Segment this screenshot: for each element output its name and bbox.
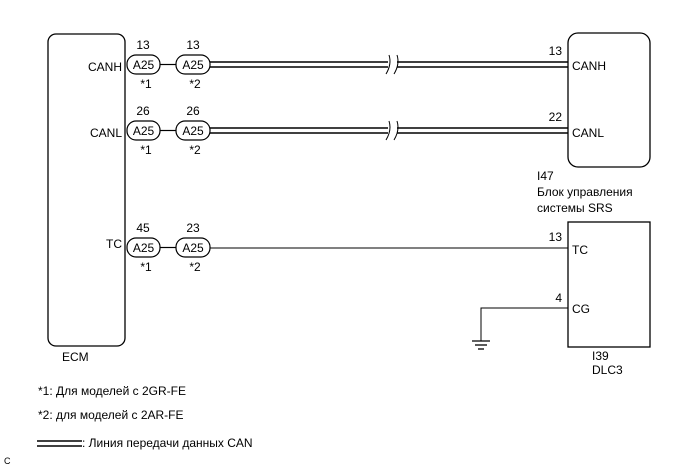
svg-text:*1: *1 — [140, 143, 152, 157]
svg-text:A25: A25 — [133, 58, 155, 72]
srs-unit-title-1: Блок управления — [537, 185, 633, 199]
srs-pin-canl-name: CANL — [572, 126, 604, 140]
connector-tc-1: 45 A25 *1 — [126, 221, 161, 274]
ecm-label: ECM — [62, 350, 89, 364]
svg-text:A25: A25 — [182, 124, 204, 138]
dlc3-id: I39 — [592, 349, 609, 363]
connector-canh-2: 13 A25 *2 — [175, 38, 211, 91]
legend-note-2: *2: для моделей с 2AR-FE — [38, 408, 184, 422]
svg-text:A25: A25 — [182, 58, 204, 72]
svg-text:A25: A25 — [182, 241, 204, 255]
dlc3-pin-tc-number: 13 — [549, 230, 563, 244]
connector-canh-1: 13 A25 *1 — [126, 38, 161, 91]
dlc3-pin-cg-number: 4 — [555, 291, 562, 305]
legend-can-line: : Линия передачи данных CAN — [82, 436, 253, 450]
dlc3-name: DLC3 — [592, 363, 623, 377]
svg-text:45: 45 — [136, 221, 150, 235]
svg-text:A25: A25 — [133, 124, 155, 138]
srs-unit-title-2: системы SRS — [537, 201, 613, 215]
srs-pin-canh-number: 13 — [549, 44, 563, 58]
srs-unit-box — [567, 32, 651, 168]
corner-code: C — [4, 456, 11, 466]
legend-can-line-symbol — [37, 440, 82, 447]
svg-text:*1: *1 — [140, 77, 152, 91]
dlc3-pin-tc-name: TC — [572, 243, 588, 257]
ecm-box — [47, 33, 126, 347]
svg-text:23: 23 — [186, 221, 200, 235]
srs-pin-canh-name: CANH — [572, 59, 606, 73]
svg-text:*2: *2 — [189, 77, 201, 91]
can-line-canl — [210, 120, 568, 141]
legend-note-1: *1: Для моделей с 2GR-FE — [38, 384, 186, 398]
connector-tc-2: 23 A25 *2 — [175, 221, 211, 274]
srs-unit-id: I47 — [537, 169, 554, 183]
svg-text:*2: *2 — [189, 143, 201, 157]
svg-text:26: 26 — [186, 104, 200, 118]
svg-text:26: 26 — [136, 104, 150, 118]
svg-text:13: 13 — [136, 38, 150, 52]
ecm-pin-canh: CANH — [88, 60, 122, 74]
svg-text:A25: A25 — [133, 241, 155, 255]
ground-icon — [472, 307, 568, 350]
svg-text:*1: *1 — [140, 260, 152, 274]
svg-text:13: 13 — [186, 38, 200, 52]
srs-pin-canl-number: 22 — [549, 110, 563, 124]
dlc3-pin-cg-name: CG — [572, 302, 590, 316]
svg-text:*2: *2 — [189, 260, 201, 274]
ecm-pin-canl: CANL — [90, 126, 122, 140]
connector-canl-1: 26 A25 *1 — [126, 104, 161, 157]
ecm-pin-tc: TC — [106, 237, 122, 251]
can-line-canh — [210, 54, 568, 75]
connector-canl-2: 26 A25 *2 — [175, 104, 211, 157]
dlc3-box — [567, 221, 651, 348]
